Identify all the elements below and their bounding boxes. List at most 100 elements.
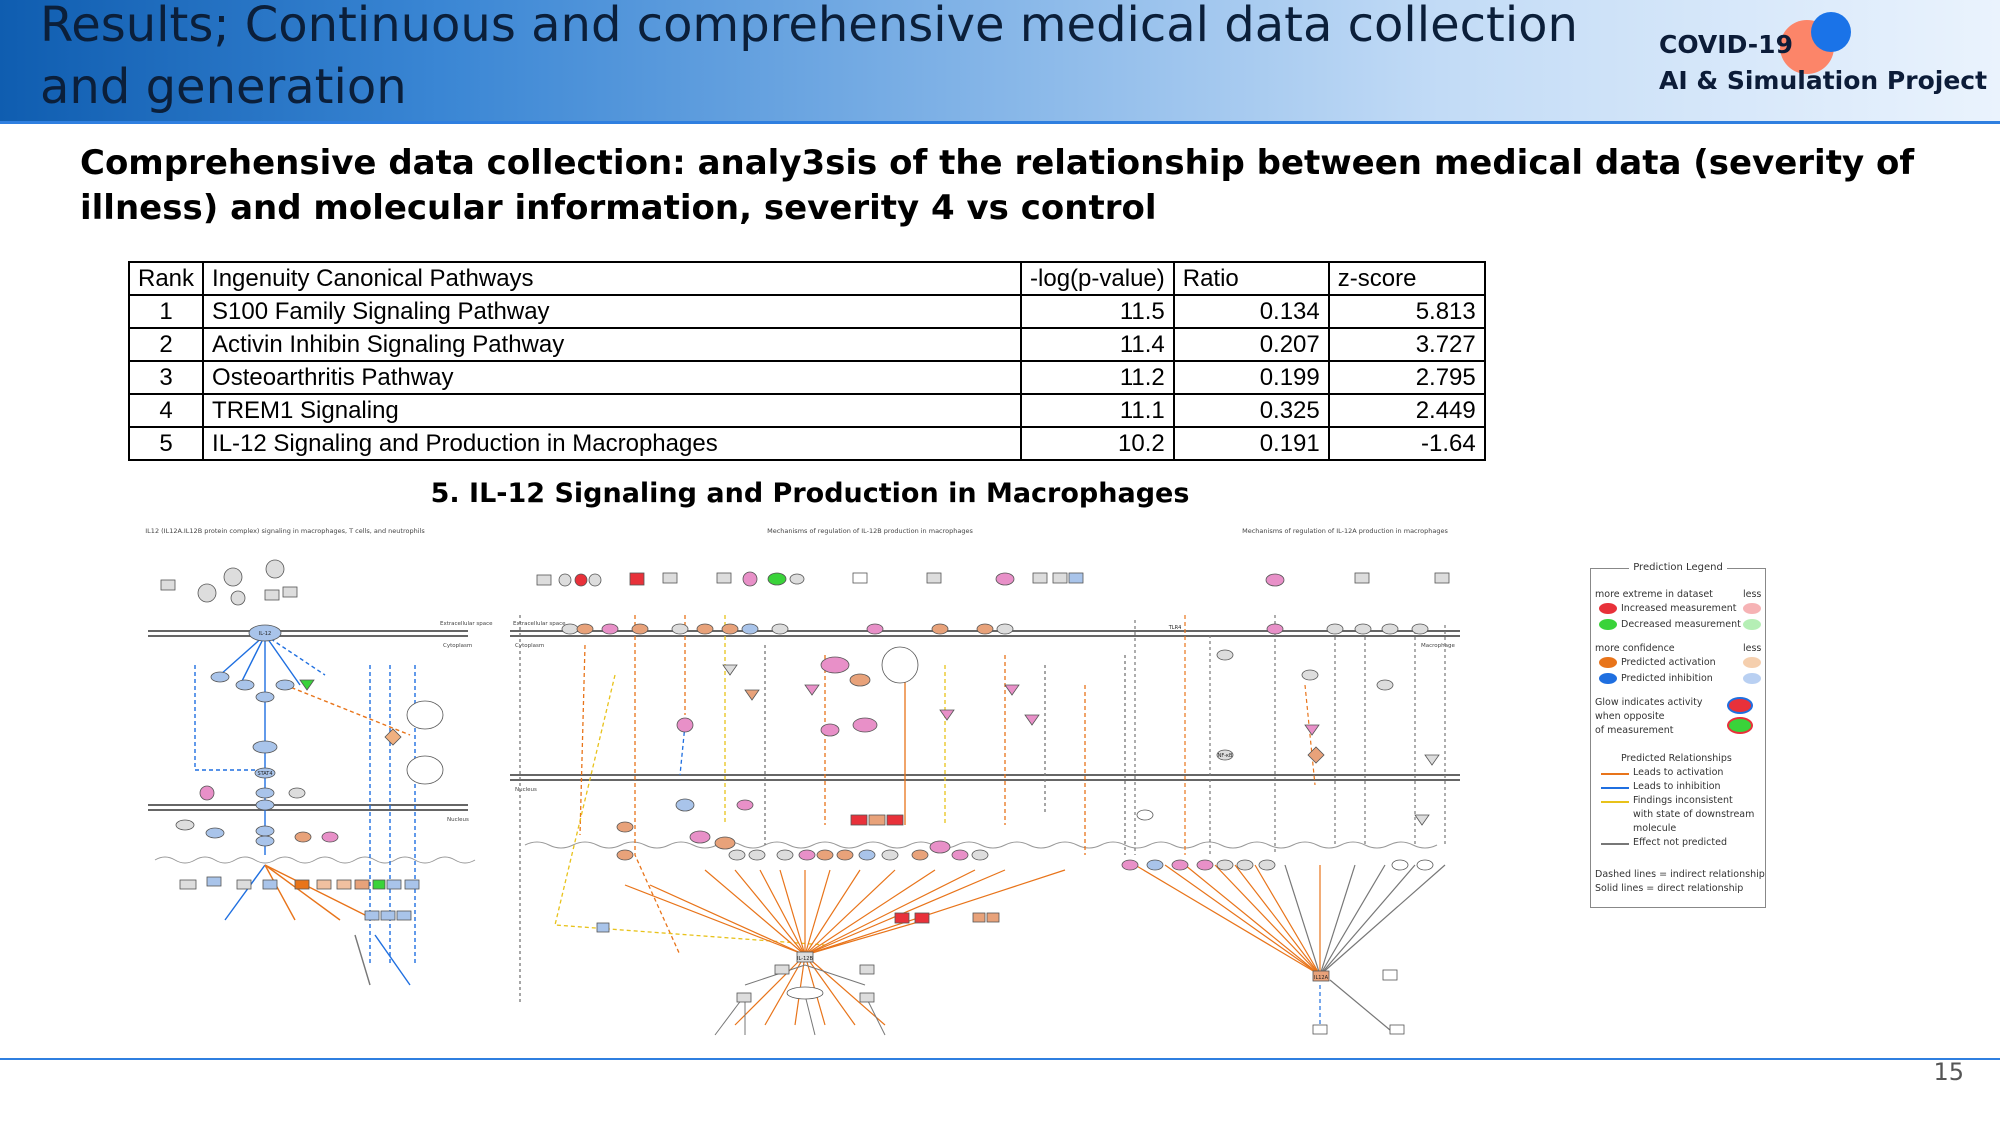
legend-pred-inhibition: Predicted inhibition: [1621, 673, 1713, 684]
table-row: 3 Osteoarthritis Pathway 11.2 0.199 2.79…: [127, 360, 1486, 395]
panel2-fan-edges: [624, 869, 1066, 1026]
cell-ratio: 0.207: [1172, 327, 1330, 362]
activation-light-swatch: [1743, 657, 1761, 668]
inhibition-light-swatch: [1743, 673, 1761, 684]
logo-text-line1: COVID-19: [1659, 30, 1793, 59]
legend-findings-2: with state of downstream: [1633, 809, 1755, 820]
slide-title: Results; Continuous and comprehensive me…: [40, 0, 1578, 115]
legend-effect-not-predicted: Effect not predicted: [1633, 837, 1728, 848]
cell-logp: 11.5: [1020, 294, 1175, 329]
cell-zscore: 2.449: [1327, 393, 1486, 428]
header-divider: [0, 121, 2000, 124]
activation-line: [1601, 773, 1629, 775]
table-row: 5 IL-12 Signaling and Production in Macr…: [127, 426, 1486, 461]
label-extracellular-1: Extracellular space: [440, 621, 493, 627]
legend-solid: Solid lines = direct relationship: [1595, 883, 1744, 894]
project-logo: COVID-19 AI & Simulation Project: [1655, 12, 1995, 108]
cell-ratio: 0.134: [1172, 294, 1330, 329]
node-stat4-p1: STAT4: [257, 771, 272, 777]
table-row: 4 TREM1 Signaling 11.1 0.325 2.449: [127, 393, 1486, 428]
node-nfkb: NF-κB: [1218, 753, 1233, 759]
footer-divider: [0, 1058, 2000, 1060]
inhibition-swatch: [1599, 673, 1617, 684]
legend-pred-activation: Predicted activation: [1621, 657, 1716, 668]
pathways-table: Rank Ingenuity Canonical Pathways -log(p…: [127, 261, 1486, 461]
panel1-nodes: [160, 559, 444, 921]
legend-dashed: Dashed lines = indirect relationship: [1595, 869, 1765, 880]
node-il12-p1: IL-12: [259, 631, 271, 637]
cell-rank: 4: [127, 393, 205, 428]
not-predicted-line: [1601, 843, 1629, 845]
inconsistent-line: [1601, 801, 1629, 803]
membrane-bands: [148, 630, 1460, 864]
panel3-nodes: [1121, 572, 1450, 1035]
panel3-edges: [1134, 615, 1446, 1031]
table-row: 2 Activin Inhibin Signaling Pathway 11.4…: [127, 327, 1486, 362]
legend-decreased: Decreased measurement: [1621, 619, 1741, 630]
cell-pathway: IL-12 Signaling and Production in Macrop…: [202, 426, 1023, 461]
label-extracellular-2: Extracellular space: [513, 621, 566, 627]
cell-logp: 11.1: [1020, 393, 1175, 428]
col-header-zscore: z-score: [1327, 261, 1486, 296]
increased-light-swatch: [1743, 603, 1761, 614]
panel-title-2: Mechanisms of regulation of IL-12B produ…: [767, 527, 973, 535]
logo-text-line2: AI & Simulation Project: [1659, 66, 1988, 95]
legend-less-1: less: [1743, 589, 1762, 600]
section-subtitle: Comprehensive data collection: analy3sis…: [80, 143, 1915, 228]
node-il12b: IL-12B: [797, 956, 813, 962]
label-nucleus-2: Nucleus: [515, 787, 537, 793]
panel2-nodes: [536, 571, 1084, 1003]
legend-findings-3: molecule: [1633, 823, 1677, 834]
legend-title: Prediction Legend: [1629, 562, 1727, 573]
cell-pathway: Osteoarthritis Pathway: [202, 360, 1023, 395]
col-header-rank: Rank: [127, 261, 205, 296]
cell-logp: 10.2: [1020, 426, 1175, 461]
legend-more-extreme: more extreme in dataset: [1595, 589, 1713, 600]
legend-leads-activation: Leads to activation: [1633, 767, 1724, 778]
title-banner: [0, 0, 2000, 121]
legend-relationships: Predicted Relationships: [1621, 753, 1732, 764]
figure-caption: 5. IL-12 Signaling and Production in Mac…: [430, 478, 1190, 509]
cell-ratio: 0.191: [1172, 426, 1330, 461]
legend-glow-3: of measurement: [1595, 725, 1674, 736]
cell-pathway: Activin Inhibin Signaling Pathway: [202, 327, 1023, 362]
label-nucleus-1: Nucleus: [447, 817, 469, 823]
logo-blue-circle: [1811, 12, 1851, 52]
col-header-ratio: Ratio: [1172, 261, 1330, 296]
cell-ratio: 0.325: [1172, 393, 1330, 428]
cell-zscore: -1.64: [1327, 426, 1486, 461]
legend-leads-inhibition: Leads to inhibition: [1633, 781, 1721, 792]
label-cytoplasm-1: Cytoplasm: [443, 643, 472, 649]
table-header-row: Rank Ingenuity Canonical Pathways -log(p…: [127, 261, 1486, 296]
cell-rank: 2: [127, 327, 205, 362]
cell-zscore: 5.813: [1327, 294, 1486, 329]
panel-title-1: IL12 (IL12A.IL12B protein complex) signa…: [145, 527, 425, 535]
cell-rank: 1: [127, 294, 205, 329]
legend-glow-1: Glow indicates activity: [1595, 697, 1703, 708]
glow-red-swatch: [1729, 699, 1751, 712]
cell-logp: 11.2: [1020, 360, 1175, 395]
pathway-diagram: IL12 (IL12A.IL12B protein complex) signa…: [145, 527, 1460, 1036]
cell-pathway: TREM1 Signaling: [202, 393, 1023, 428]
legend-findings-1: Findings inconsistent: [1633, 795, 1733, 806]
glow-green-swatch: [1729, 719, 1751, 732]
col-header-pathway: Ingenuity Canonical Pathways: [202, 261, 1023, 296]
decreased-swatch: [1599, 619, 1617, 630]
cell-ratio: 0.199: [1172, 360, 1330, 395]
legend-more-confidence: more confidence: [1595, 643, 1675, 654]
cell-pathway: S100 Family Signaling Pathway: [202, 294, 1023, 329]
panel-title-3: Mechanisms of regulation of IL-12A produ…: [1242, 527, 1448, 535]
inhibition-line: [1601, 787, 1629, 789]
legend-less-2: less: [1743, 643, 1762, 654]
node-il12a: IL12A: [1314, 975, 1329, 981]
node-tlr4: TLR4: [1168, 625, 1182, 631]
activation-swatch: [1599, 657, 1617, 668]
legend-glow-2: when opposite: [1595, 711, 1665, 722]
cell-logp: 11.4: [1020, 327, 1175, 362]
legend-increased: Increased measurement: [1621, 603, 1737, 614]
label-cytoplasm-2: Cytoplasm: [515, 643, 544, 649]
increased-swatch: [1599, 603, 1617, 614]
label-macrophage: Macrophage: [1421, 643, 1455, 649]
table-row: 1 S100 Family Signaling Pathway 11.5 0.1…: [127, 294, 1486, 329]
cell-zscore: 3.727: [1327, 327, 1486, 362]
